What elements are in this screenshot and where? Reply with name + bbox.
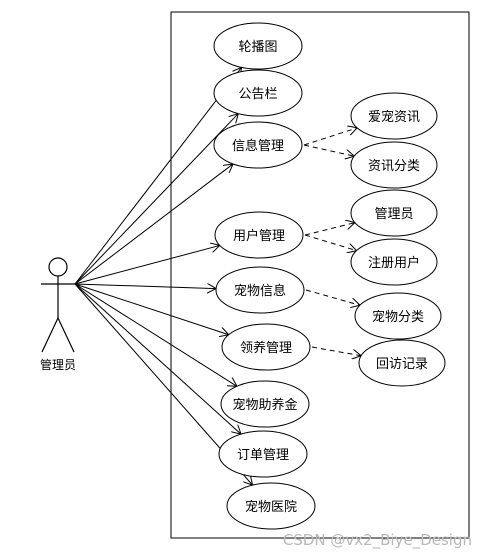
sub-case-label: 资讯分类 (368, 159, 420, 174)
watermark: CSDN @vx2_Biye_Design (283, 531, 472, 550)
include-huifang (311, 346, 361, 356)
use-case-yonghu[interactable]: 用户管理 (214, 211, 304, 259)
sub-case-aichong[interactable]: 爱宠资讯 (350, 92, 438, 140)
use-case-ellipse[interactable] (213, 69, 303, 117)
use-case-label: 宠物医院 (245, 499, 297, 515)
sub-case-guanliyuan[interactable]: 管理员 (350, 189, 438, 237)
use-case-gonggaolan[interactable]: 公告栏 (213, 69, 303, 117)
association-yonghu (74, 245, 220, 285)
include-lines (303, 128, 361, 356)
sub-case-label: 回访记录 (376, 357, 428, 372)
system-boundary (170, 11, 470, 539)
sub-case-ellipse[interactable] (350, 92, 438, 140)
association-xinxi (74, 164, 233, 285)
use-case-label: 信息管理 (232, 138, 284, 154)
use-case-label: 用户管理 (233, 228, 285, 244)
use-case-label: 订单管理 (237, 448, 289, 463)
include-zixunfenlei (303, 144, 354, 156)
use-case-zhuyangjin[interactable]: 宠物助养金 (220, 380, 310, 428)
sub-case-label: 爱宠资讯 (368, 109, 420, 125)
sub-case-label: 宠物分类 (372, 309, 424, 325)
sub-case-ellipse[interactable] (358, 339, 446, 387)
use-case-lingyang[interactable]: 领养管理 (221, 323, 311, 371)
use-case-ellipse[interactable] (220, 380, 310, 428)
association-gonggaolan (74, 114, 238, 285)
association-lines (74, 67, 253, 485)
association-chongwu (74, 284, 216, 289)
use-case-ellipse[interactable] (215, 266, 305, 314)
actor-figure (41, 257, 75, 353)
include-aichong (303, 128, 357, 146)
sub-case-ellipse[interactable] (350, 238, 438, 286)
include-zhuce (304, 234, 357, 251)
use-case-chongwu[interactable]: 宠物信息 (215, 266, 305, 314)
use-case-label: 轮播图 (238, 40, 277, 55)
use-case-ellipse[interactable] (221, 323, 311, 371)
actor-head (48, 257, 68, 277)
actor-right-leg (57, 317, 75, 353)
use-case-ellipse[interactable] (213, 121, 303, 169)
association-zhuyangjin (74, 283, 237, 386)
use-case-ellipse[interactable] (214, 211, 304, 259)
actor-label: 管理员 (40, 357, 76, 372)
actor-left-leg (41, 317, 59, 353)
association-lingyang (74, 283, 229, 335)
sub-case-label: 注册用户 (368, 255, 420, 271)
use-case-label: 宠物助养金 (232, 397, 297, 413)
include-guanliyuan (304, 223, 355, 236)
use-case-label: 公告栏 (238, 87, 277, 102)
sub-case-ellipse[interactable] (350, 141, 438, 189)
use-case-yiyuan[interactable]: 宠物医院 (226, 482, 316, 530)
sub-case-zixunfenlei[interactable]: 资讯分类 (350, 141, 438, 189)
sub-case-label: 管理员 (374, 207, 413, 222)
use-case-label: 领养管理 (240, 340, 292, 356)
association-dingdan (74, 283, 241, 434)
sub-case-ellipse[interactable] (350, 189, 438, 237)
sub-case-huifang[interactable]: 回访记录 (358, 339, 446, 387)
use-case-dingdan[interactable]: 订单管理 (218, 430, 308, 478)
use-case-ellipse[interactable] (226, 482, 316, 530)
use-case-ellipse[interactable] (218, 430, 308, 478)
use-case-ellipse[interactable] (213, 22, 303, 70)
association-lunbotu (74, 67, 242, 285)
use-case-lunbotu[interactable]: 轮播图 (213, 22, 303, 70)
use-case-label: 宠物信息 (234, 283, 286, 299)
sub-case-ellipse[interactable] (354, 292, 442, 340)
include-chongwufl (305, 289, 360, 305)
sub-case-zhuce[interactable]: 注册用户 (350, 238, 438, 286)
use-case-xinxi[interactable]: 信息管理 (213, 121, 303, 169)
sub-case-chongwufl[interactable]: 宠物分类 (354, 292, 442, 340)
